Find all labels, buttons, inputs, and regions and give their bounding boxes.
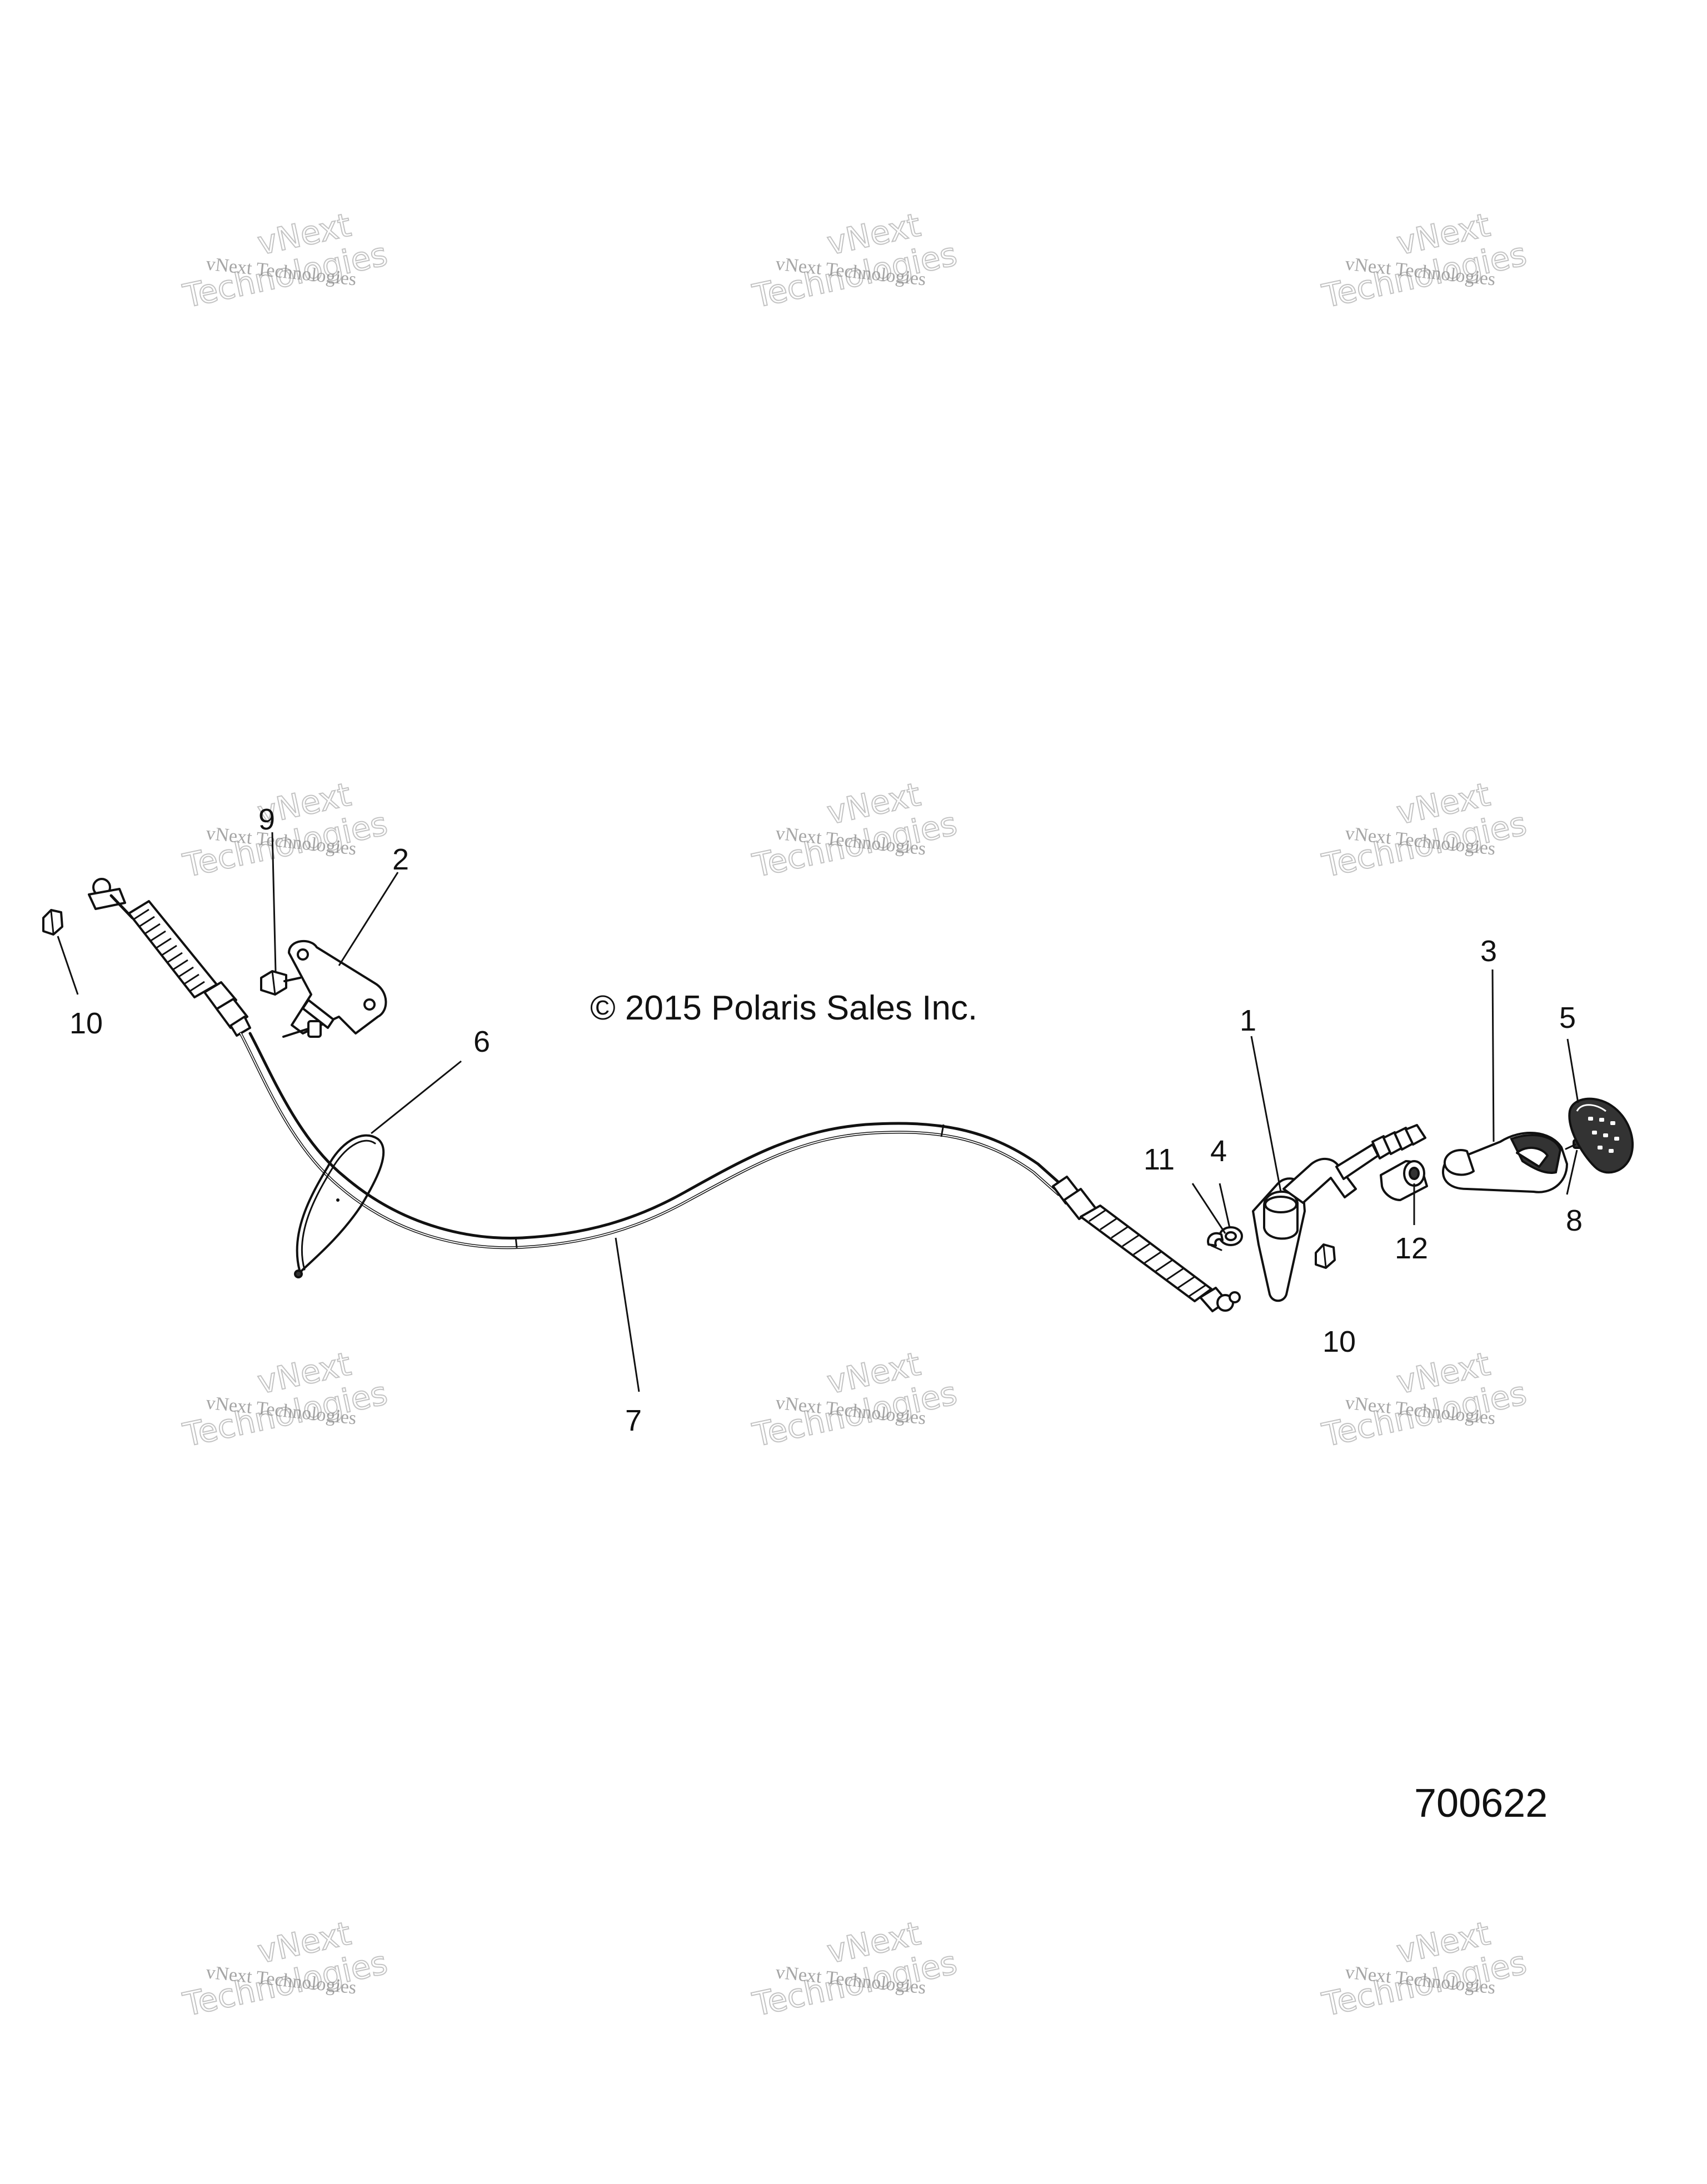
callout-9: 9 bbox=[258, 803, 275, 836]
callout-4: 4 bbox=[1210, 1135, 1227, 1168]
clip-11 bbox=[1207, 1232, 1224, 1251]
watermark: Technologies vNext vNext Technologies bbox=[1318, 1345, 1530, 1455]
adapter-sleeve-12 bbox=[1380, 1160, 1428, 1201]
leader-9 bbox=[271, 832, 277, 972]
watermark: Technologies vNext vNext Technologies bbox=[179, 1914, 391, 2025]
leader-lines bbox=[57, 832, 1579, 1392]
callout-11: 11 bbox=[1144, 1143, 1175, 1176]
shift-cable bbox=[88, 878, 1241, 1312]
leader-2 bbox=[338, 872, 399, 966]
watermark: Technologies vNext vNext Technologies bbox=[748, 775, 961, 886]
watermark-grid: Technologies vNext vNext Technologies Te… bbox=[179, 206, 1530, 2025]
shift-knob-housing bbox=[1441, 1132, 1568, 1193]
mounting-bracket bbox=[282, 939, 387, 1038]
left-cable-fitting bbox=[203, 981, 251, 1037]
callout-10-left: 10 bbox=[69, 1007, 103, 1040]
copyright-notice: © 2015 Polaris Sales Inc. bbox=[590, 989, 977, 1027]
leader-11 bbox=[1191, 1183, 1226, 1234]
bracket-bolt bbox=[282, 1020, 322, 1038]
watermark: Technologies vNext vNext Technologies bbox=[748, 206, 961, 316]
right-bellows-boot bbox=[1080, 1205, 1212, 1302]
cable-tie bbox=[294, 1134, 385, 1278]
callout-10-right: 10 bbox=[1322, 1325, 1356, 1358]
leader-7 bbox=[615, 1237, 640, 1392]
callout-5: 5 bbox=[1559, 1001, 1576, 1034]
callout-12: 12 bbox=[1395, 1232, 1428, 1265]
callout-3: 3 bbox=[1480, 934, 1497, 968]
leader-10-left bbox=[57, 936, 79, 995]
knob-cap-5 bbox=[1568, 1097, 1634, 1174]
nut-10-right bbox=[1315, 1243, 1336, 1269]
callout-6: 6 bbox=[473, 1025, 490, 1058]
callout-1: 1 bbox=[1240, 1004, 1256, 1037]
callout-labels: 9 2 10 6 7 1 11 4 10 12 3 5 8 bbox=[69, 803, 1583, 1437]
callout-8: 8 bbox=[1566, 1204, 1583, 1237]
watermark: Technologies vNext vNext Technologies bbox=[179, 206, 391, 316]
figure-number: 700622 bbox=[1414, 1781, 1548, 1826]
shift-lever bbox=[1252, 1124, 1426, 1302]
flange-nut-9 bbox=[260, 970, 301, 996]
right-rod-end bbox=[1199, 1287, 1241, 1312]
watermark: Technologies vNext vNext Technologies bbox=[1318, 206, 1530, 316]
watermark: Technologies vNext vNext Technologies bbox=[748, 1914, 961, 2025]
watermark: Technologies vNext vNext Technologies bbox=[179, 1345, 391, 1455]
left-bellows-boot bbox=[128, 900, 218, 998]
leader-3 bbox=[1491, 969, 1495, 1142]
leader-6 bbox=[371, 1060, 462, 1135]
watermark: Technologies vNext vNext Technologies bbox=[179, 775, 391, 886]
callout-7: 7 bbox=[625, 1404, 642, 1437]
washer-4 bbox=[1219, 1226, 1243, 1246]
leader-1 bbox=[1250, 1036, 1282, 1192]
left-rod-end bbox=[88, 878, 134, 919]
leader-5 bbox=[1566, 1038, 1579, 1103]
leader-4 bbox=[1219, 1183, 1231, 1228]
leader-8 bbox=[1566, 1150, 1578, 1195]
knob-pattern-icon bbox=[1588, 1117, 1619, 1153]
callout-2: 2 bbox=[392, 843, 409, 876]
watermark: Technologies vNext vNext Technologies bbox=[748, 1345, 961, 1455]
nut-10-left bbox=[42, 909, 63, 936]
watermark: Technologies vNext vNext Technologies bbox=[1318, 775, 1530, 886]
watermark: Technologies vNext vNext Technologies bbox=[1318, 1914, 1530, 2025]
